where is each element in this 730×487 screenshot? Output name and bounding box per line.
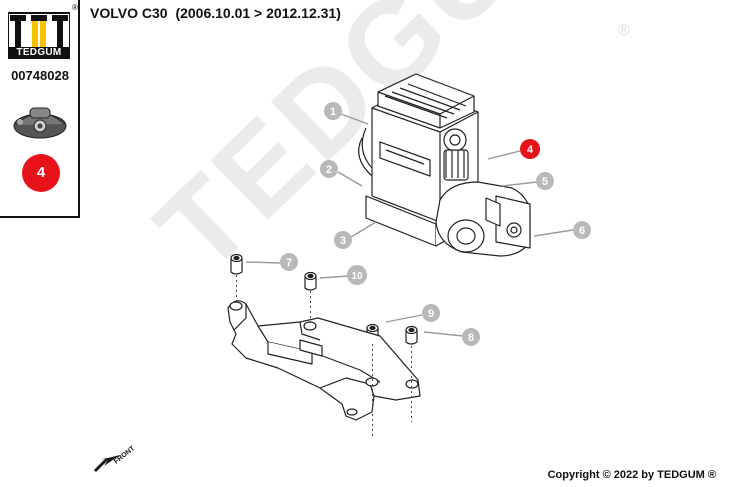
callout-8-label: 8: [468, 332, 474, 344]
gearbox-assembly: [435, 181, 531, 257]
callout-2[interactable]: 2: [320, 160, 338, 178]
part-number: 00748028: [11, 68, 69, 83]
callout-6-label: 6: [579, 225, 585, 237]
selected-position-badge: 4: [22, 154, 60, 192]
callout-2-label: 2: [326, 164, 332, 176]
bushing-8: [405, 325, 418, 345]
callout-6[interactable]: 6: [573, 221, 591, 239]
bushing-10: [304, 271, 317, 291]
front-label: FRONT: [113, 445, 137, 466]
subframe: [227, 300, 421, 421]
copyright: Copyright © 2022 by TEDGUM ®: [547, 469, 716, 481]
callout-1[interactable]: 1: [324, 102, 342, 120]
callout-8[interactable]: 8: [462, 328, 480, 346]
callout-10-label: 10: [351, 271, 363, 282]
callout-5-label: 5: [542, 176, 548, 188]
logo-reg-mark: ®: [72, 3, 78, 12]
page-title: VOLVO C30 (2006.10.01 > 2012.12.31): [90, 5, 345, 21]
callout-7[interactable]: 7: [280, 253, 298, 271]
callout-4[interactable]: 4: [520, 139, 540, 159]
vehicle-model: VOLVO C30: [90, 5, 168, 21]
callout-3[interactable]: 3: [334, 231, 352, 249]
engine-assembly: [358, 73, 479, 247]
callout-10[interactable]: 10: [347, 265, 367, 285]
callout-9[interactable]: 9: [422, 304, 440, 322]
sidebar: TEDGUM ® 00748028 4: [0, 0, 80, 218]
front-arrow-icon: FRONT: [94, 445, 137, 472]
logo-brand-text: TEDGUM: [8, 47, 70, 59]
bushing-7: [230, 253, 243, 275]
watermark-reg-mark: ®: [618, 22, 630, 39]
callout-1-label: 1: [330, 106, 336, 118]
callout-9-label: 9: [428, 308, 434, 320]
callout-5[interactable]: 5: [536, 172, 554, 190]
callout-7-label: 7: [286, 257, 292, 269]
vehicle-period: (2006.10.01 > 2012.12.31): [175, 5, 341, 21]
mount-thumbnail-icon[interactable]: [10, 98, 70, 142]
callout-3-label: 3: [340, 235, 346, 247]
callout-4-label: 4: [527, 144, 534, 156]
